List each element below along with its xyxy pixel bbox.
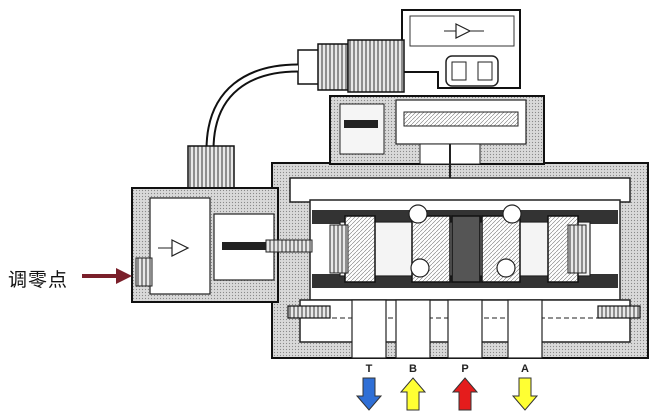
end-screws bbox=[287, 305, 641, 319]
port-arrow-t bbox=[355, 377, 383, 411]
electrical-connector bbox=[297, 39, 405, 93]
spool-assembly bbox=[312, 204, 618, 288]
zero-adjust-label: 调零点 bbox=[8, 269, 69, 291]
port-label-p: P bbox=[461, 363, 468, 375]
port-label-b: B bbox=[409, 363, 417, 375]
signal-cable bbox=[205, 63, 299, 151]
amplifier-housing bbox=[131, 145, 313, 303]
port-arrow-p bbox=[451, 377, 479, 411]
port-arrow-a bbox=[511, 377, 539, 411]
port-arrow-b bbox=[399, 377, 427, 411]
port-label-a: A bbox=[521, 363, 529, 375]
pilot-valve bbox=[329, 95, 545, 178]
zero-adjust-arrow bbox=[82, 268, 132, 284]
pilot-electronics-box bbox=[401, 9, 521, 89]
port-label-t: T bbox=[366, 363, 373, 375]
